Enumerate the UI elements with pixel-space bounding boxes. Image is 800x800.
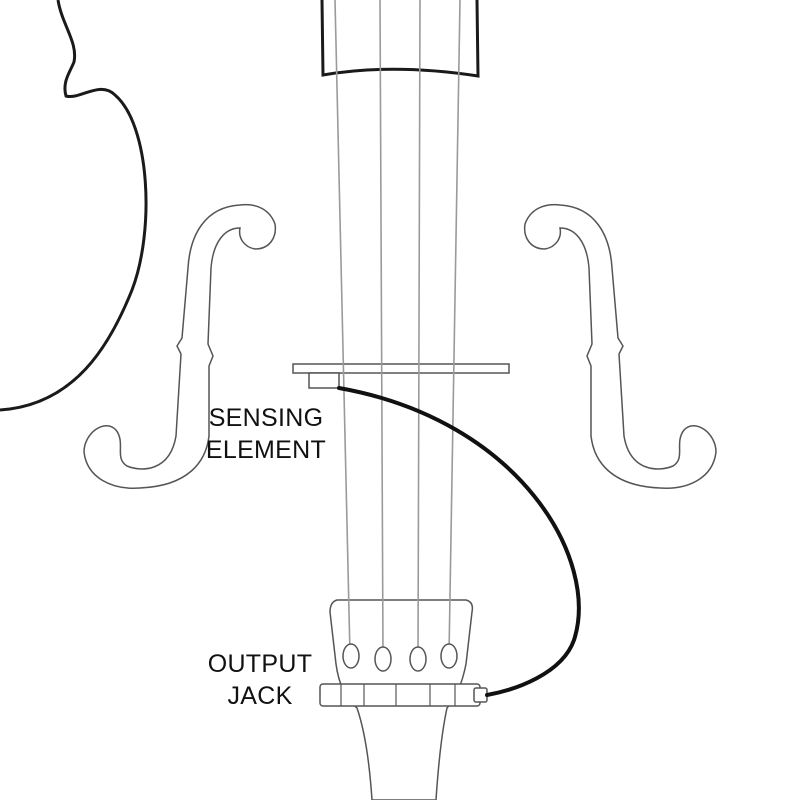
fingerboard — [320, 0, 480, 78]
pickup-cable — [337, 386, 581, 697]
string-e — [448, 0, 461, 656]
output-label-line2: JACK — [227, 682, 293, 710]
saddle — [319, 683, 481, 707]
output-label-line1: OUTPUT — [207, 650, 313, 678]
tuner-hole-d — [374, 646, 392, 672]
string-a — [417, 0, 421, 656]
f-hole-left — [83, 203, 277, 489]
tuner-hole-a — [409, 646, 427, 672]
bridge — [292, 363, 510, 374]
violin-body-outline — [0, 0, 148, 412]
sensing-label-line1: SENSING — [208, 404, 324, 432]
sensing-element — [308, 372, 340, 389]
string-d — [379, 0, 384, 656]
tuner-hole-g — [342, 643, 360, 669]
f-hole-right — [523, 203, 717, 489]
string-g — [334, 0, 351, 656]
tuner-hole-e — [440, 643, 458, 669]
output-jack-label: OUTPUT JACK — [192, 648, 328, 712]
sensing-element-label: SENSING ELEMENT — [196, 402, 336, 466]
sensing-label-line2: ELEMENT — [205, 436, 327, 464]
